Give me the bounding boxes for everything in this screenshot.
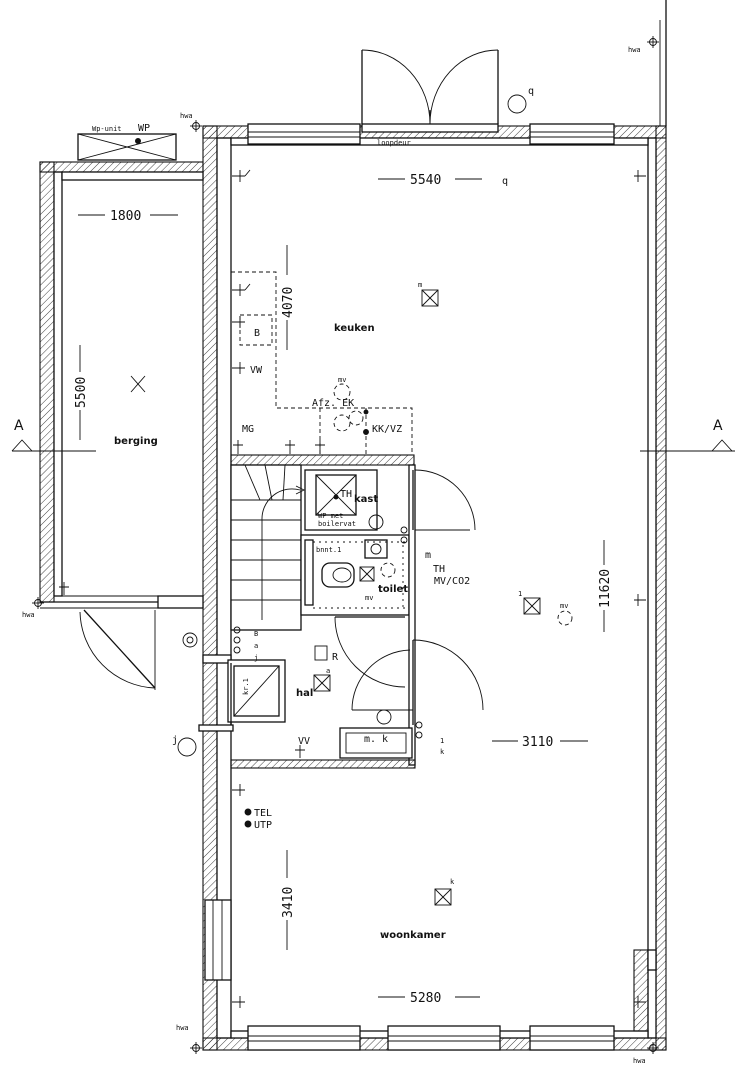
bottom-openings [247,1025,615,1051]
room-keuken: keuken [334,323,375,334]
label-wp-unit: Wp-unit [92,125,122,133]
label-utp: UTP [254,820,272,831]
top-openings [247,49,615,145]
label-m-toilet: m [425,550,431,561]
room-woonkamer: woonkamer [380,930,446,941]
label-j-door: j [172,735,178,746]
room-berging: berging [114,436,158,447]
label-loopdeur: loopdeur [377,139,411,147]
label-b-switch: B [254,630,258,638]
label-a-hal: a [326,667,330,675]
room-kast: kast [354,494,378,505]
dim-5500: 5500 [74,377,89,408]
dim-11620: 11620 [598,569,613,608]
section-a-left: A [14,418,24,434]
label-mg: MG [242,424,254,435]
core-doors [182,469,484,732]
label-boilervat: boilervat [318,520,356,528]
section-line [11,439,735,452]
text-layer: keuken berging toilet hal woonkamer kast… [14,46,723,1065]
label-one-hal: 1 [440,737,444,745]
label-wp-met: WP met [318,512,343,520]
label-wp: WP [138,123,150,134]
label-j-switch: j [254,654,258,662]
label-q-2: q [502,176,508,187]
label-k-living: k [450,878,455,886]
label-m-keuken: m [418,281,422,289]
hwa-markers [32,36,659,1054]
room-toilet: toilet [378,584,408,595]
label-hwa-4: hwa [176,1024,189,1032]
dim-5280: 5280 [410,991,441,1006]
label-kk-vz: KK/VZ [372,424,402,435]
dim-3410: 3410 [281,887,296,918]
label-hwa-1: hwa [180,112,193,120]
dim-4070: 4070 [281,287,296,318]
label-tel: TEL [254,808,272,819]
dim-1800: 1800 [110,209,141,224]
core-walls [202,454,416,769]
right-wall [655,125,667,1051]
label-vw: VW [250,365,263,376]
label-th-kast: TH [340,489,352,500]
label-bnnt: bnnt.1 [316,546,341,554]
label-r: R [332,652,339,663]
wall-outlets [59,169,646,1008]
label-mv-co2: MV/CO2 [434,576,470,587]
label-mv-1: mv [338,376,346,384]
label-mk: m. k [364,734,388,745]
switches [177,94,527,828]
label-b: B [254,328,260,339]
dim-5540: 5540 [410,173,441,188]
ceiling-lights [313,289,541,906]
room-hal: hal [296,688,313,699]
label-mv-toilet: mv [365,594,373,602]
label-afz-ek: Afz. EK [312,398,354,409]
dimension-lines [78,178,605,998]
label-k-hal: k [440,748,445,756]
label-a-switch: a [254,642,258,650]
label-mv-living: mv [560,602,568,610]
label-th-toilet: TH [433,564,445,575]
section-a-right: A [713,418,723,434]
label-hwa-3: hwa [22,611,35,619]
label-vv: VV [298,736,310,747]
label-one-light: 1 [518,590,522,598]
label-kr1: kr.1 [242,678,250,695]
berging-structure [39,133,204,690]
label-hwa-5: hwa [633,1057,646,1065]
dim-3110: 3110 [522,735,553,750]
label-hwa-2: hwa [628,46,641,54]
label-q-1: q [528,86,534,97]
